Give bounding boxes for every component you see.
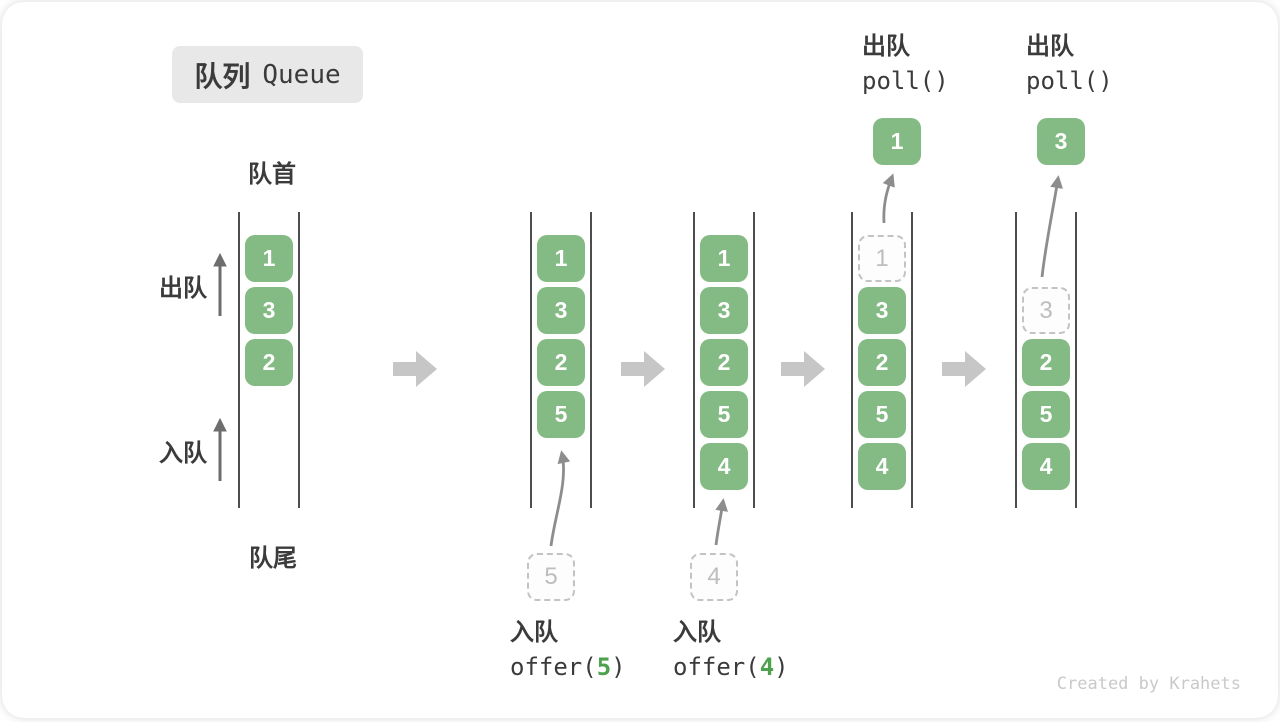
queue-item: 5: [1022, 391, 1070, 438]
op-code-text: ): [774, 653, 789, 681]
op-code-text: offer(: [673, 653, 760, 681]
incoming-item: 5: [527, 553, 575, 601]
transition-arrow-icon: [621, 351, 665, 387]
transition-arrow-icon: [393, 351, 437, 387]
dequeue-op-label: 出队 poll(): [862, 30, 949, 98]
dequeue-op-label: 出队 poll(): [1026, 30, 1113, 98]
title-zh: 队列: [194, 60, 251, 92]
dequeued-item: 3: [1037, 118, 1085, 165]
queue-item: 5: [537, 391, 585, 438]
queue-state-4-walls: [851, 212, 913, 508]
queue-item: 4: [700, 443, 748, 490]
op-name-label: 出队: [1026, 33, 1074, 60]
queue-item-ghost: 3: [1022, 287, 1070, 334]
transition-arrow-icon: [781, 351, 825, 387]
queue-item: 2: [245, 339, 293, 386]
queue-item: 3: [700, 287, 748, 334]
op-code-arg: 4: [759, 653, 775, 681]
title-badge: 队列 Queue: [172, 46, 363, 103]
queue-item: 2: [700, 339, 748, 386]
queue-item-ghost: 1: [858, 235, 906, 282]
op-code-arg: 5: [596, 653, 612, 681]
queue-item: 2: [537, 339, 585, 386]
queue-state-3-walls: [693, 212, 755, 508]
op-name-label: 入队: [510, 619, 558, 646]
queue-item: 1: [700, 235, 748, 282]
label-queue-front: 队首: [248, 161, 296, 188]
title-en: Queue: [262, 59, 341, 90]
queue-item: 3: [245, 287, 293, 334]
queue-state-5-walls: [1015, 212, 1077, 508]
op-code-text: ): [611, 653, 626, 681]
enqueue-arrow-offer-4: [714, 498, 728, 546]
queue-state-2-walls: [530, 212, 592, 508]
queue-item: 5: [858, 391, 906, 438]
op-code: offer(5): [510, 650, 626, 684]
label-dequeue: 出队: [159, 275, 207, 302]
op-code-text: poll(): [1026, 67, 1113, 95]
op-code-text: poll(): [862, 67, 949, 95]
op-code: poll(): [862, 64, 949, 98]
incoming-item: 4: [690, 553, 738, 601]
queue-item: 3: [537, 287, 585, 334]
label-enqueue: 入队: [159, 440, 207, 467]
enqueue-op-label: 入队 offer(4): [673, 616, 789, 684]
op-code: offer(4): [673, 650, 789, 684]
transition-arrow-icon: [942, 351, 986, 387]
queue-item: 3: [858, 287, 906, 334]
label-queue-rear: 队尾: [249, 545, 297, 572]
queue-item: 2: [858, 339, 906, 386]
op-name-label: 出队: [862, 33, 910, 60]
op-code: poll(): [1026, 64, 1113, 98]
queue-item: 2: [1022, 339, 1070, 386]
queue-item: 1: [537, 235, 585, 282]
queue-item: 4: [858, 443, 906, 490]
queue-item: 5: [700, 391, 748, 438]
queue-item: 4: [1022, 443, 1070, 490]
dequeued-item: 1: [873, 118, 921, 165]
credit-text: Created by Krahets: [1056, 674, 1241, 694]
op-name-label: 入队: [673, 619, 721, 646]
enqueue-op-label: 入队 offer(5): [510, 616, 626, 684]
op-code-text: offer(: [510, 653, 597, 681]
queue-state-1-walls: [238, 212, 300, 508]
queue-item: 1: [245, 235, 293, 282]
